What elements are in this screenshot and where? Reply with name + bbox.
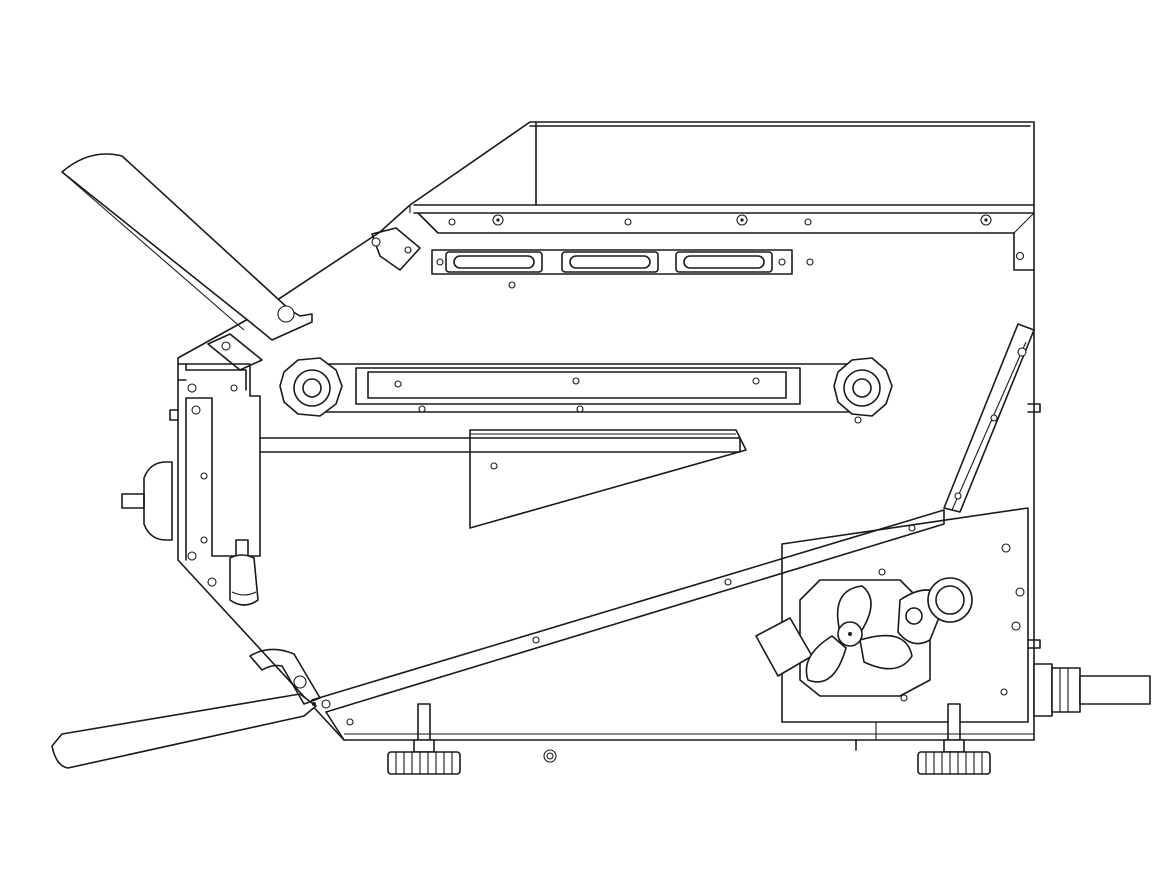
handle — [229, 539, 259, 606]
cable-gland — [1033, 663, 1151, 717]
diagonal-ramp — [311, 509, 945, 741]
main-housing — [177, 121, 1035, 741]
adjustable-feet — [387, 703, 991, 775]
lower-lever — [51, 648, 321, 769]
motor-assembly — [755, 507, 1029, 723]
slotted-plate — [431, 249, 814, 289]
top-hopper — [413, 121, 1035, 271]
guide-rail-wedge — [259, 429, 747, 529]
conveyor-assembly — [279, 357, 893, 424]
top-rail-screws — [448, 214, 992, 226]
right-diagonal-strut — [943, 323, 1041, 649]
left-side-frame — [121, 363, 261, 587]
bottom-inner-edge — [344, 722, 1034, 740]
top-left-bracket — [371, 227, 421, 271]
upper-flap — [61, 153, 313, 371]
